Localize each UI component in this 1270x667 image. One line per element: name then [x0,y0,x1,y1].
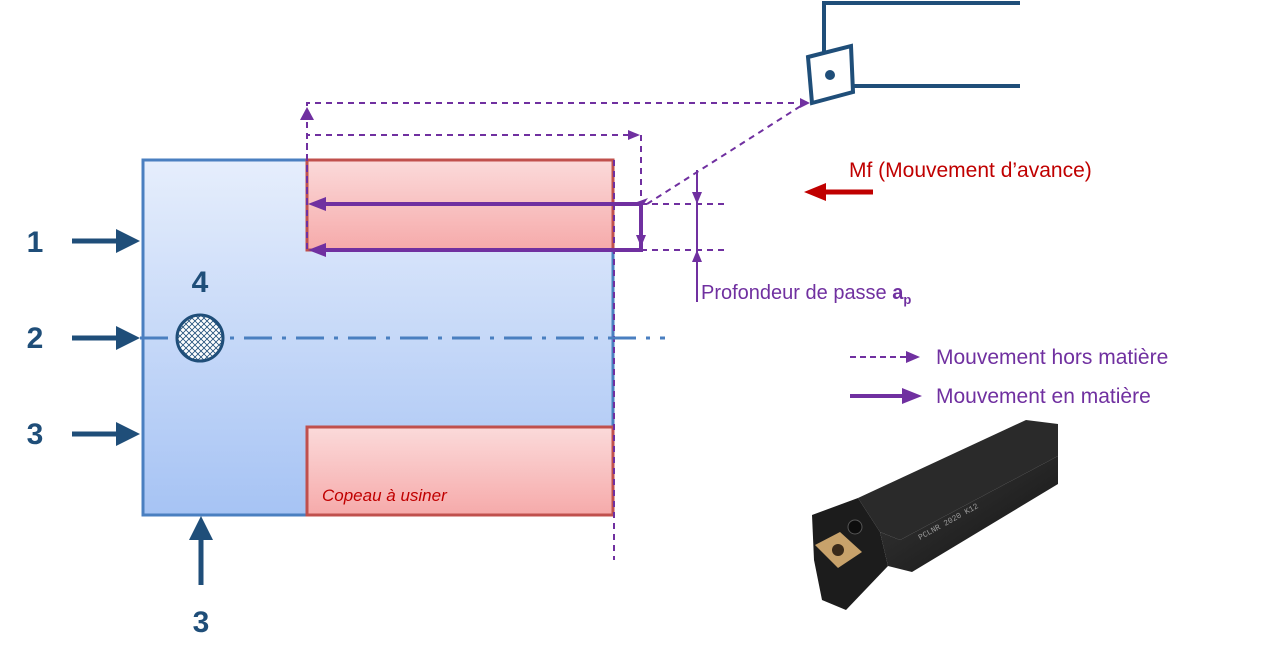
rapid-head-right-top [800,98,810,108]
rapid-head-up [300,107,314,120]
rapid-head-right-inner [628,130,640,140]
tool-insert-screw-icon [832,544,844,556]
reference-arrows [72,229,213,585]
legend-out-of-material: Mouvement hors matière [936,346,1168,369]
chip-label: Copeau à usiner [322,486,448,505]
legend-solid-head [902,388,922,404]
tool-schematic [805,1,1020,106]
rapid-moves [306,101,808,251]
tool-holder-top [822,1,1020,52]
label-2: 2 [27,322,44,355]
label-4: 4 [192,266,209,299]
cut-pass-2 [318,204,643,252]
cutting-arrowheads [308,197,326,257]
depth-dimension [692,170,702,302]
tool-clamp-screw-icon [847,519,863,535]
insert-screw-icon [825,70,835,80]
feed-motion-label: Mf (Mouvement d’avance) [849,159,1092,182]
rapid-approach [646,101,808,205]
chip-bottom [305,425,615,517]
depth-of-cut-label: Profondeur de passe ap [701,282,911,307]
legend: Mouvement hors matière Mouvement en mati… [850,346,1168,408]
cut-head-2 [308,243,326,257]
tool-shank-top [858,420,1058,540]
legend-in-material: Mouvement en matière [936,385,1151,408]
cut-head-1 [308,197,326,211]
turning-tool-photo: PCLNR 2020 K12 [812,420,1058,610]
point-4-symbol [175,313,225,363]
label-3-bottom: 3 [193,606,210,639]
arrow-axis-2-head [116,326,140,350]
arrow-face-1-head [116,229,140,253]
depth-dim-top-head [692,192,702,204]
legend-dashed-head [906,351,920,363]
feed-arrow-head [804,183,826,201]
rapid-path-inner [306,134,632,204]
arrow-face-3-bottom-head [189,516,213,540]
depth-dim-bottom-head [692,250,702,262]
label-3-left: 3 [27,418,44,451]
tool-shank-side [880,456,1058,572]
label-1: 1 [27,226,44,259]
cutting-moves [318,202,643,252]
arrow-face-3-left-head [116,422,140,446]
